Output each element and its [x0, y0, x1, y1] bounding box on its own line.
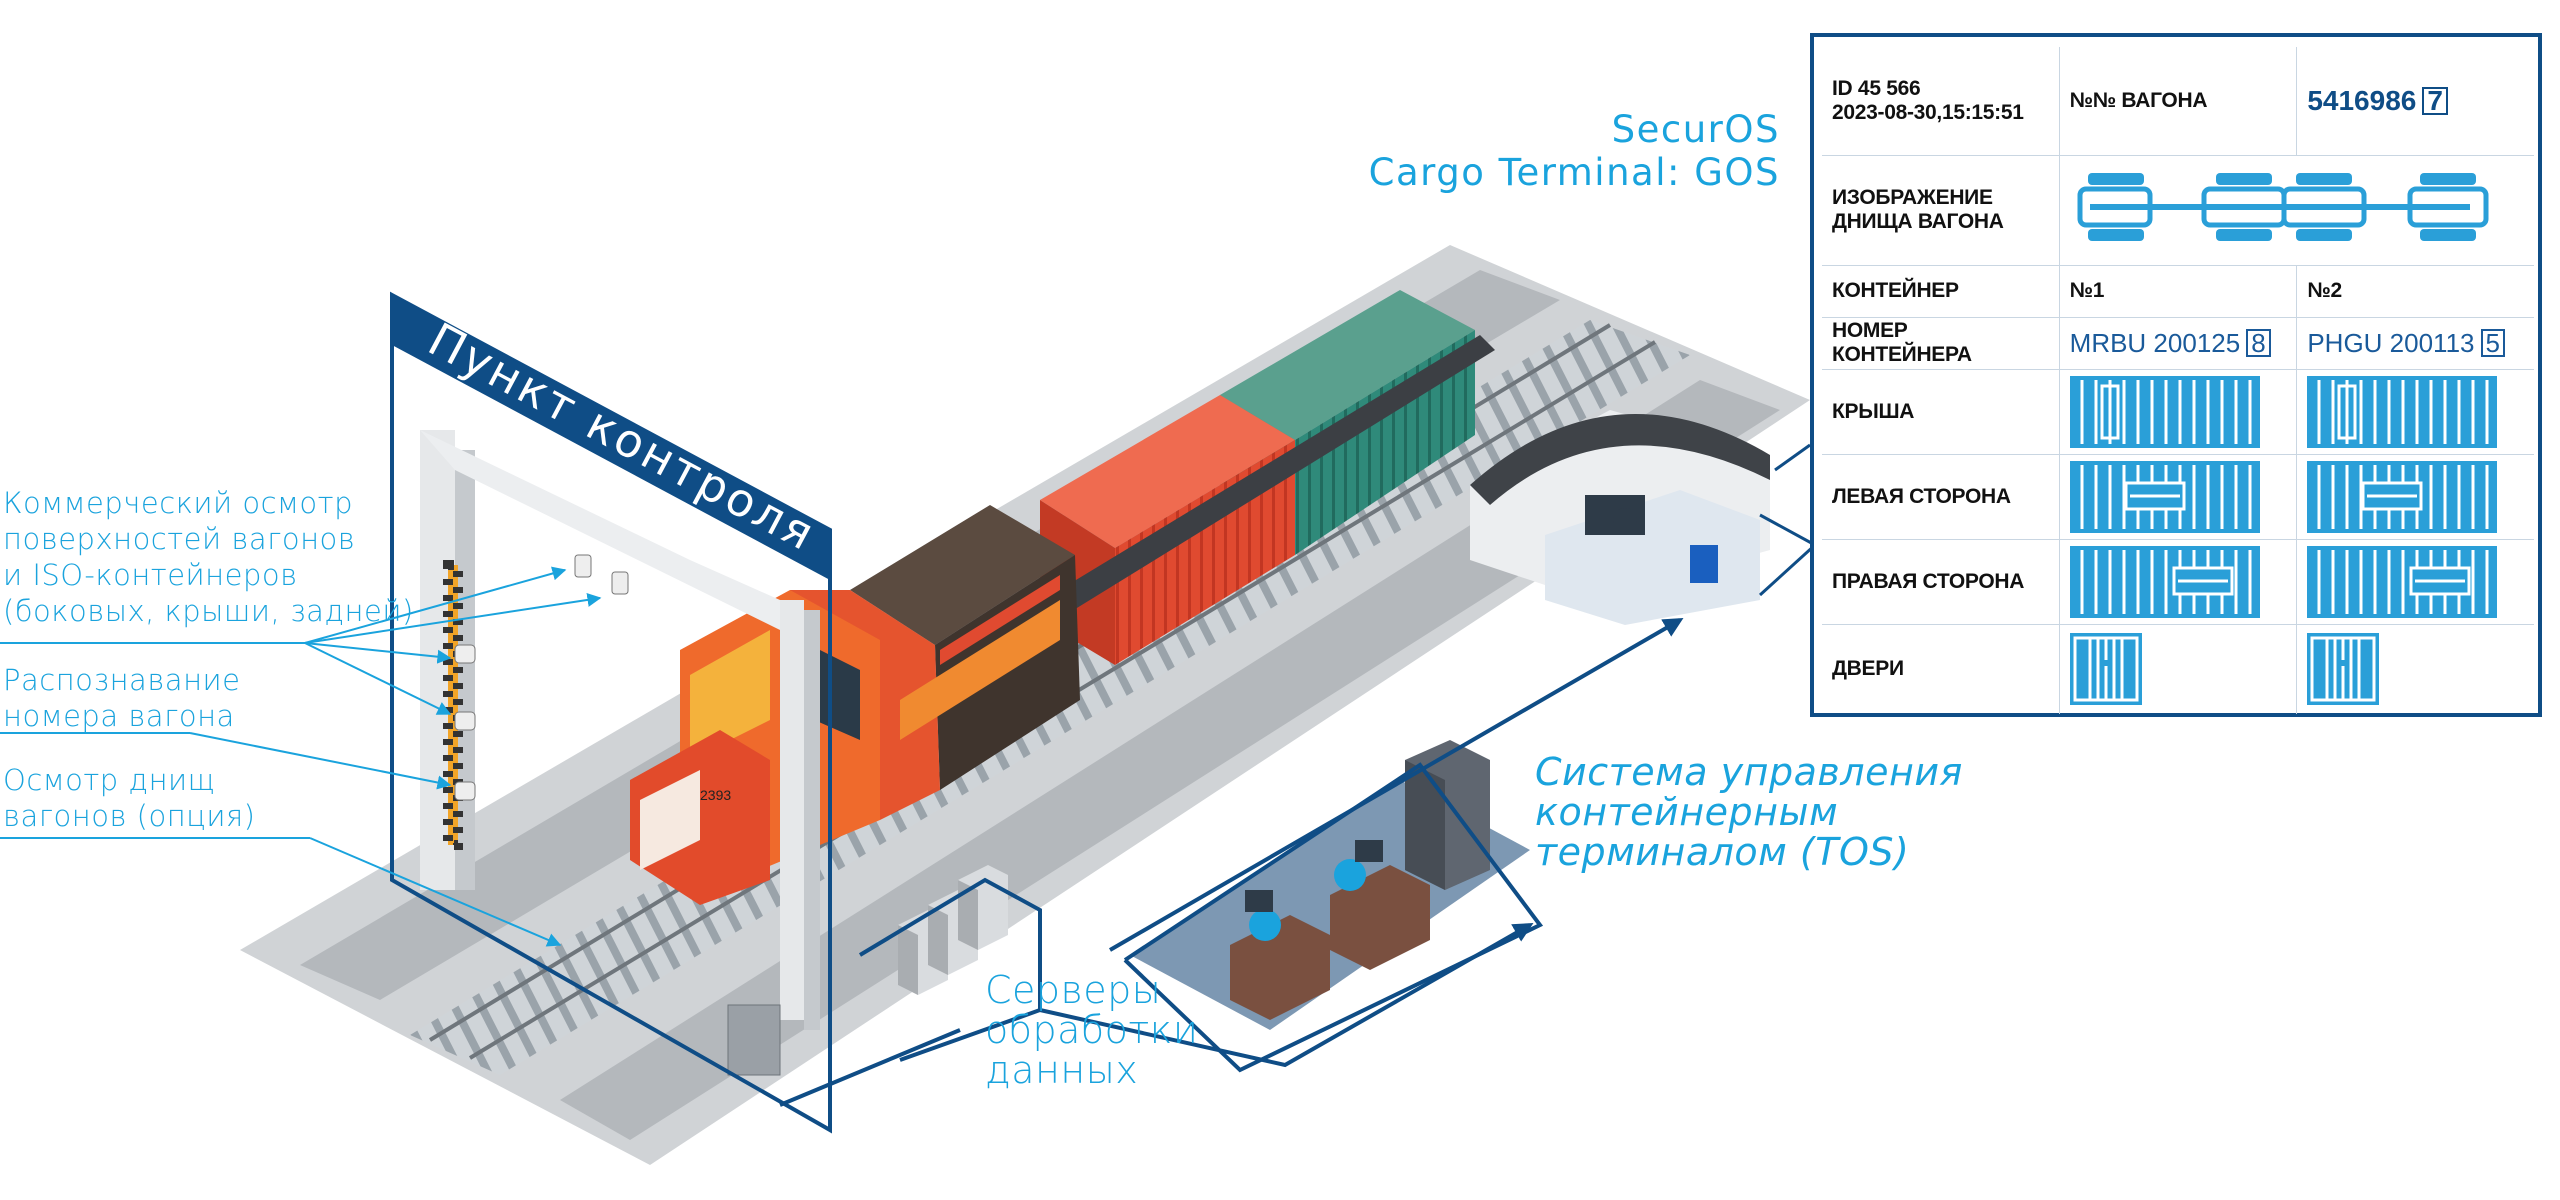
container-right-side-icon [2307, 545, 2498, 618]
container-label: КОНТЕЙНЕР [1822, 265, 2060, 318]
label-line: ИЗОБРАЖЕНИЕ [1832, 186, 1993, 209]
right-image-2 [2296, 539, 2534, 625]
table-row: ЛЕВАЯ СТОРОНА [1822, 454, 2534, 540]
wagon-header: №№ ВАГОНА [2059, 47, 2298, 156]
table-row: ПРАВАЯ СТОРОНА [1822, 539, 2534, 625]
table-row: ДВЕРИ [1822, 624, 2534, 714]
underbody-label: ИЗОБРАЖЕНИЕ ДНИЩА ВАГОНА [1822, 155, 2060, 266]
container-check-2: 5 [2480, 328, 2505, 357]
container-2: №2 [2296, 265, 2534, 318]
camera-icon [611, 571, 629, 595]
table-row: КОНТЕЙНЕР №1 №2 [1822, 265, 2534, 318]
table-row: ИЗОБРАЖЕНИЕ ДНИЩА ВАГОНА [1822, 155, 2534, 266]
wagon-check-digit: 7 [2422, 86, 2448, 115]
doors-image-2 [2297, 624, 2534, 714]
brand-title: SecurOS Cargo Terminal: GOS [1369, 108, 1780, 194]
label-line: (боковых, крыши, задней) [3, 594, 414, 628]
roof-image-2 [2296, 369, 2534, 455]
container-1: №1 [2059, 265, 2298, 318]
label-line: обработки [985, 1008, 1199, 1052]
container-roof-icon [2307, 375, 2498, 448]
container-number-label: НОМЕР КОНТЕЙНЕРА [1822, 317, 2060, 370]
camera-icon [574, 554, 592, 578]
label-line: и ISO-контейнеров [3, 558, 298, 592]
table-row: ID 45 566 2023-08-30,15:15:51 №№ ВАГОНА … [1822, 47, 2534, 156]
label-line: данных [985, 1048, 1139, 1092]
label-commercial-inspection: Коммерческий осмотр поверхностей вагонов… [3, 485, 414, 629]
camera-icon [454, 711, 476, 731]
operator-building [1470, 410, 1770, 625]
roof-image-1 [2059, 369, 2298, 455]
container-roof-icon [2069, 375, 2260, 448]
tos-frame [1123, 762, 1544, 1073]
right-image-1 [2059, 539, 2298, 625]
label-line: поверхностей вагонов [3, 522, 356, 556]
annotation-lines [0, 566, 602, 947]
container-right-side-icon [2069, 545, 2260, 618]
control-gate [420, 430, 820, 1076]
container-left-side-icon [2069, 460, 2260, 533]
inspection-record-panel: ID 45 566 2023-08-30,15:15:51 №№ ВАГОНА … [1810, 33, 2542, 717]
right-side-label: ПРАВАЯ СТОРОНА [1822, 539, 2060, 625]
container-check-1: 8 [2246, 328, 2271, 357]
left-image-2 [2296, 454, 2534, 540]
label-servers: Серверы обработки данных [985, 970, 1198, 1090]
label-underbody-inspection: Осмотр днищ вагонов (опция) [3, 762, 256, 834]
left-image-1 [2059, 454, 2298, 540]
servers-frame [858, 877, 1042, 1062]
doors-image-1 [2059, 624, 2298, 714]
doors-label: ДВЕРИ [1822, 624, 2060, 714]
inspection-record-table: ID 45 566 2023-08-30,15:15:51 №№ ВАГОНА … [1822, 47, 2534, 714]
label-wagon-recognition: Распознавание номера вагона [3, 662, 240, 734]
wagon-number: 5416986 [2307, 84, 2417, 116]
container-number-1: MRBU 200125 [2069, 327, 2241, 358]
record-id-cell: ID 45 566 2023-08-30,15:15:51 [1822, 47, 2060, 156]
roof-label: КРЫША [1822, 369, 2060, 455]
record-datetime: 2023-08-30,15:15:51 [1832, 100, 2024, 124]
label-line: Система управления [1535, 750, 1963, 794]
camera-icon [454, 781, 476, 801]
camera-icon [454, 644, 476, 664]
wagon-underbody-icon [2077, 173, 2489, 241]
underbody-image [2059, 155, 2534, 266]
brand-line-1: SecurOS [1611, 108, 1780, 151]
container-number-2: PHGU 200113 [2307, 327, 2475, 358]
container-doors-icon [2307, 633, 2380, 706]
label-line: контейнерным [1535, 790, 1839, 834]
record-id: ID 45 566 [1832, 76, 1921, 100]
label-line: Серверы [985, 968, 1162, 1012]
label-line: Распознавание [3, 663, 241, 697]
table-row: КРЫША [1822, 369, 2534, 455]
locomotive-number: 2393 [700, 787, 731, 803]
data-flow-lines [779, 443, 1817, 1107]
left-side-label: ЛЕВАЯ СТОРОНА [1822, 454, 2060, 540]
brand-line-2: Cargo Terminal: GOS [1368, 151, 1780, 194]
label-line: вагонов (опция) [3, 799, 256, 833]
label-line: ДНИЩА ВАГОНА [1832, 210, 2004, 233]
container-left-side-icon [2307, 460, 2498, 533]
tos-room [1230, 740, 1490, 1020]
label-line: Осмотр днищ [3, 763, 216, 797]
label-tos: Система управления контейнерным терминал… [1535, 752, 1963, 872]
label-line: номера вагона [3, 699, 235, 733]
label-line: Коммерческий осмотр [3, 486, 353, 520]
label-line: терминалом (TOS) [1535, 830, 1910, 874]
container-doors-icon [2069, 633, 2142, 706]
banner-title: Пункт контроля [420, 312, 825, 562]
